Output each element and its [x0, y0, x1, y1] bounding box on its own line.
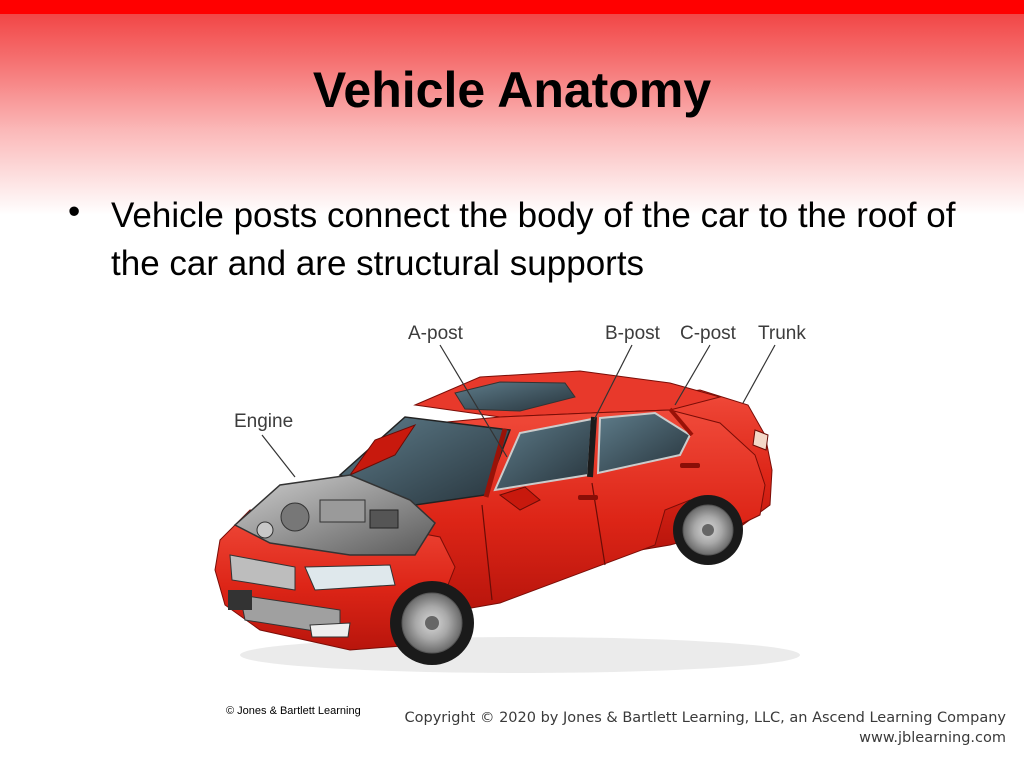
trunk-leader-line — [742, 344, 776, 404]
c-post-label: C-post — [680, 323, 737, 344]
b-post-structure — [587, 416, 597, 478]
door-handle — [578, 495, 598, 500]
rear-door-window — [596, 411, 692, 475]
engine-part — [256, 521, 274, 539]
door-seam — [481, 504, 493, 601]
copyright-notice: Copyright © 2020 by Jones & Bartlett Lea… — [405, 708, 1006, 748]
vehicle-anatomy-figure: A-post B-post C-post Trunk Engine — [200, 305, 820, 685]
engine-part — [280, 502, 310, 532]
sunroof — [454, 381, 576, 412]
rear-wheel-hub — [702, 524, 714, 536]
headlight — [304, 564, 396, 591]
front-grille — [229, 554, 296, 591]
bullet-text: Vehicle posts connect the body of the ca… — [111, 196, 956, 283]
bullet-dot-icon: • — [68, 192, 81, 231]
engine-part — [369, 509, 399, 529]
side-mirror — [498, 486, 541, 511]
engine-leader-line — [261, 434, 296, 478]
a-post-structure — [483, 428, 508, 498]
door-handle — [680, 463, 700, 468]
image-credit: © Jones & Bartlett Learning — [226, 705, 361, 717]
b-post-leader-line — [593, 344, 633, 421]
front-wheel-hub — [425, 616, 439, 630]
engine-part — [319, 499, 366, 523]
license-plate — [228, 590, 252, 610]
a-post-label: A-post — [408, 323, 464, 344]
engine-label: Engine — [234, 411, 293, 432]
bullet-item: • Vehicle posts connect the body of the … — [68, 192, 968, 288]
c-post-structure — [668, 407, 694, 437]
trunk-label: Trunk — [758, 323, 806, 344]
a-post-leader-line — [439, 344, 508, 458]
website-url: www.jblearning.com — [859, 730, 1006, 746]
open-hood — [348, 423, 417, 477]
taillight — [752, 429, 769, 451]
bullet-list: • Vehicle posts connect the body of the … — [68, 192, 968, 288]
copyright-line: Copyright © 2020 by Jones & Bartlett Lea… — [404, 710, 1006, 726]
top-accent-bar — [0, 0, 1024, 14]
c-post-leader-line — [674, 344, 711, 406]
car-illustration: A-post B-post C-post Trunk Engine — [214, 323, 806, 673]
slide-title: Vehicle Anatomy — [312, 62, 712, 118]
b-post-label: B-post — [605, 323, 661, 344]
fog-light — [309, 622, 351, 638]
